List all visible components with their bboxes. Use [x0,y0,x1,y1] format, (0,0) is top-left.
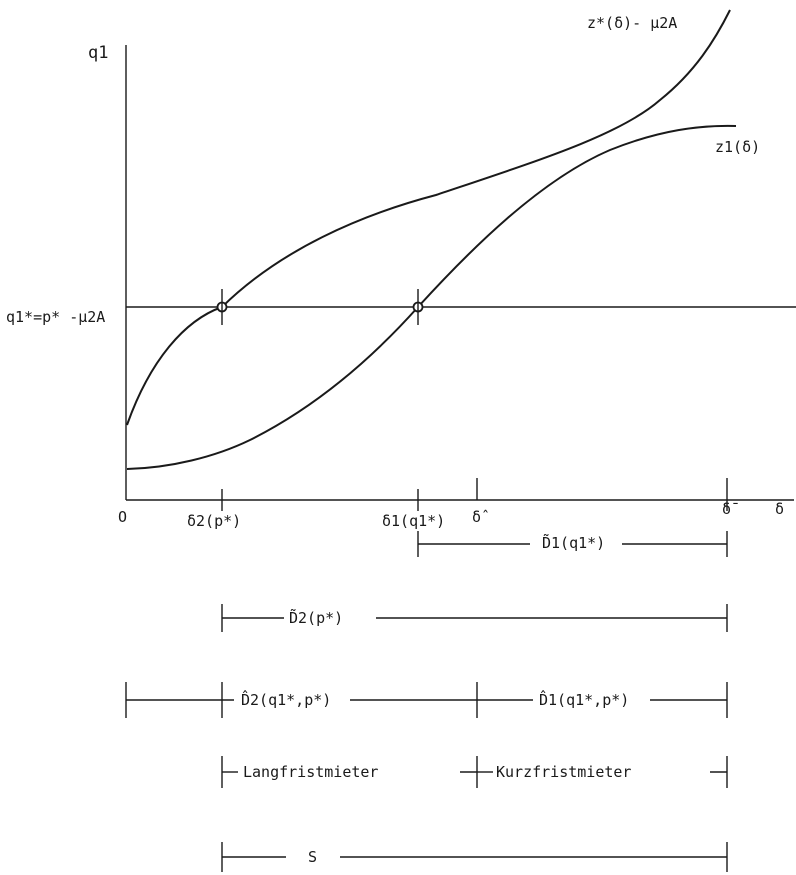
interval-long-term-label: Langfristmieter [243,763,378,781]
tick-label-delta-hat: δ̂ [472,508,488,526]
y-axis-label: q1 [88,43,108,63]
level-label: q1*=p* -μ2A [6,308,105,326]
tick-label-delta-bar: δ̄ [722,500,738,518]
interval-d2-tilde-label: D̃2(p*) [289,608,343,627]
curve-lower-label: z1(δ) [715,138,760,156]
interval-d2-hat-label: D̂2(q1*,p*) [241,689,331,709]
interval-d1-tilde-label: D̃1(q1*) [542,533,605,552]
tick-label-delta1: δ1(q1*) [382,512,445,530]
x-axis-label: δ [775,500,784,518]
interval-short-term-label: Kurzfristmieter [496,763,631,781]
interval-d1-hat-label: D̂1(q1*,p*) [539,689,629,709]
curve-upper-label: z*(δ)- μ2A [587,14,677,32]
interval-s-label: S [308,848,317,866]
origin-label: O [118,508,127,526]
curve-upper [126,9,731,426]
tick-label-delta2: δ2(p*) [187,512,241,530]
curve-lower [126,124,737,470]
